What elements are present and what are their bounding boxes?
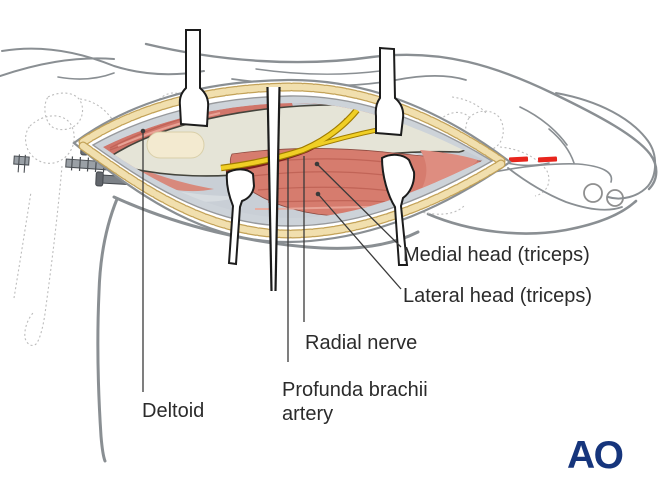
screw-tip xyxy=(13,154,30,173)
incision-extension-marks xyxy=(508,156,558,163)
label-medial-head: Medial head (triceps) xyxy=(403,244,590,266)
elbow-and-hand xyxy=(367,92,657,215)
bone-flat-surface xyxy=(146,131,205,159)
retractor-bottom-right xyxy=(380,153,416,266)
red-dash-icon xyxy=(508,156,529,163)
subcutaneous-fat-layer xyxy=(78,82,506,239)
fascia-wedge xyxy=(122,176,242,202)
forearm-silhouette-line xyxy=(493,163,613,183)
red-dash-icon xyxy=(537,156,558,163)
label-lateral-head: Lateral head (triceps) xyxy=(403,285,592,307)
acromion-dotted xyxy=(44,92,84,131)
glenoid-dotted xyxy=(25,115,75,164)
thumb-line xyxy=(548,128,575,164)
triceps-insertion-dotted xyxy=(367,193,465,215)
knuckle-outline xyxy=(583,183,603,203)
bone-edge-dotted xyxy=(451,96,488,115)
medial-head-leader-line xyxy=(316,163,402,248)
olecranon-dotted xyxy=(499,146,550,197)
forearm-lower-line xyxy=(507,167,623,211)
scapula-border-dotted xyxy=(24,165,63,347)
soft-tissue-instrument xyxy=(266,86,281,292)
leader-lines xyxy=(140,128,402,392)
shoulder-contour-line xyxy=(0,57,115,77)
forearm-upper-line xyxy=(506,162,550,166)
annotation-labels: Medial head (triceps) Lateral head (tric… xyxy=(142,244,592,425)
label-profunda-line1: Profunda brachii xyxy=(282,379,428,401)
label-radial-nerve: Radial nerve xyxy=(305,332,417,354)
label-profunda-line2: artery xyxy=(282,403,333,425)
scapula-spine-dotted xyxy=(79,98,115,123)
shoulder-contour-line xyxy=(57,72,115,80)
shoulder-contour-line xyxy=(1,47,205,76)
retractor-bottom-left xyxy=(225,168,256,266)
retractor-top-left xyxy=(178,29,210,128)
retractor-top-right xyxy=(374,46,405,137)
lateral-head-leader-line xyxy=(317,193,402,290)
ao-logo: AO xyxy=(567,434,623,477)
chest-side-contour xyxy=(96,197,119,463)
skin-fold-line xyxy=(255,68,381,75)
lower-arm-contour xyxy=(112,195,420,250)
elbow-lower-contour xyxy=(426,199,638,235)
label-deltoid: Deltoid xyxy=(142,400,204,422)
scapula-border-dotted xyxy=(13,191,32,299)
wrist-line xyxy=(519,106,568,146)
surgical-wound xyxy=(72,78,512,244)
fist-outline xyxy=(555,92,657,200)
upper-arm-top-contour xyxy=(144,42,658,191)
